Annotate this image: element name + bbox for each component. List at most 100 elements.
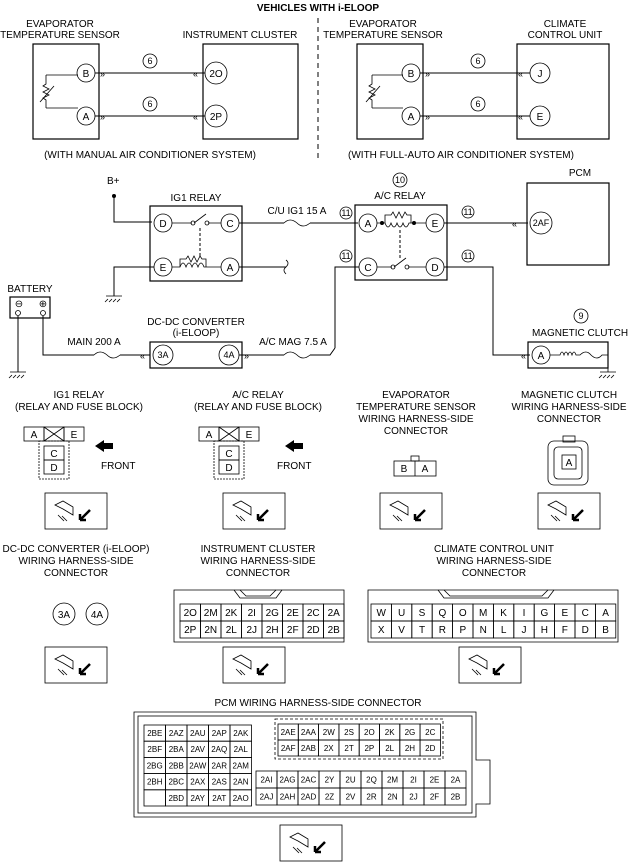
ac-relay-box [354, 204, 448, 281]
ig1-relay-label: IG1 RELAY [171, 193, 222, 204]
ac-conn-cell-e: E [246, 430, 253, 441]
ig1-conn-cell-e: E [71, 430, 78, 441]
climate-conn-title-3: CONNECTOR [462, 568, 526, 579]
pcm-left-pin: 2AU [190, 729, 206, 738]
battery-label: BATTERY [7, 284, 53, 295]
pcm-upper-pin: 2AA [301, 728, 317, 737]
ig1-pin-a: A [227, 263, 234, 274]
pcm-left-pin: 2AX [190, 778, 206, 787]
climate-pin: X [378, 625, 385, 636]
evap-conn-title-1: EVAPORATOR [382, 390, 450, 401]
pcm-upper-pin: 2T [344, 744, 353, 753]
climate-pin: W [376, 608, 386, 619]
pcm-upper-pin: 2D [425, 744, 435, 753]
ig1-conn-cell-a: A [31, 430, 38, 441]
pcm-lower-pin: 2A [451, 775, 461, 784]
climate-pin: Q [439, 608, 447, 619]
cluster-pin: 2N [204, 625, 217, 636]
evap-conn-cell-b: B [401, 464, 408, 475]
pcm-left-cell-box [143, 789, 166, 807]
tl-pin-a: A [83, 112, 90, 123]
pcm-left-pin: 2BG [147, 761, 163, 770]
pcm-conn-title: PCM WIRING HARNESS-SIDE CONNECTOR [214, 698, 421, 709]
evap-sensor-connector: EVAPORATOR TEMPERATURE SENSOR WIRING HAR… [356, 390, 476, 530]
climate-connector: CLIMATE CONTROL UNIT WIRING HARNESS-SIDE… [367, 544, 619, 643]
dcdc-label-1: DC-DC CONVERTER [147, 317, 245, 328]
climate-pin: G [541, 608, 549, 619]
ac-front-label: FRONT [277, 461, 311, 472]
pcm-lower-pin: 2Y [325, 775, 335, 784]
tr-wire-ref-2: 6 [475, 99, 480, 109]
dcdc-conn-cell-4a: 4A [91, 610, 104, 621]
mag-clutch-label: MAGNETIC CLUTCH [532, 328, 628, 339]
climate-pin: P [459, 625, 466, 636]
climate-pin: M [479, 608, 487, 619]
dcdc-label-2: (i-ELOOP) [173, 328, 220, 339]
ig1-pin-d: D [159, 219, 166, 230]
tr-caption: (WITH FULL-AUTO AIR CONDITIONER SYSTEM) [348, 150, 574, 161]
cluster-pin: 2P [184, 625, 197, 636]
tr-pin-a: A [408, 112, 415, 123]
pcm-lower-pin: 2AG [279, 775, 295, 784]
ac-pin-d: D [431, 263, 438, 274]
pcm-lower-pin: 2V [346, 792, 356, 801]
cluster-pin: 2D [307, 625, 320, 636]
pcm-left-pin: 2AQ [211, 745, 227, 754]
dcdc-pin-4a: 4A [223, 350, 234, 360]
evap-conn-cell-a: A [422, 464, 429, 475]
manual-ac-section: EVAPORATOR TEMPERATURE SENSOR INSTRUMENT… [0, 19, 299, 161]
pcm-lower-pin: 2AJ [260, 792, 274, 801]
tr-wire-ref-1: 6 [475, 56, 480, 66]
tl-pin-b: B [83, 69, 90, 80]
svg-text:«: « [518, 69, 523, 79]
pcm-left-pin: 2AZ [169, 729, 184, 738]
b-plus-label: B+ [107, 176, 120, 187]
ac-wire-ref-c: 11 [341, 251, 350, 261]
cluster-pin: 2E [287, 608, 300, 619]
climate-pin: V [398, 625, 405, 636]
pcm-left-pin: 2AV [190, 745, 205, 754]
pcm-lower-pin: 2E [430, 775, 440, 784]
svg-text:«: « [518, 112, 523, 122]
pcm-left-pin: 2BA [169, 745, 185, 754]
mag-pin-a: A [538, 351, 545, 362]
tl-sensor-label-2: TEMPERATURE SENSOR [0, 30, 120, 41]
ac-pin-a: A [365, 219, 372, 230]
climate-pin: K [500, 608, 507, 619]
pcm-upper-pin: 2G [405, 728, 416, 737]
svg-text:«: « [193, 69, 198, 79]
ac-conn-title-1: A/C RELAY [232, 390, 284, 401]
pcm-lower-pin: 2Q [366, 775, 377, 784]
pcm-left-pin: 2BF [147, 745, 162, 754]
cluster-cell-box [323, 620, 345, 639]
pcm-lower-pin: 2AD [301, 792, 317, 801]
cluster-pin: 2L [226, 625, 238, 636]
pcm-lower-pin: 2AI [260, 775, 272, 784]
climate-pin: H [541, 625, 548, 636]
climate-pin: J [522, 625, 527, 636]
tr-pin-j: J [538, 69, 543, 80]
ig1-conn-cell-c: C [50, 449, 57, 460]
evap-conn-title-2: TEMPERATURE SENSOR [356, 402, 476, 413]
battery-minus: ⊖ [15, 299, 23, 310]
dcdc-pin-3a: 3A [157, 350, 168, 360]
pcm-lower-pin: 2U [345, 775, 355, 784]
battery-box [9, 296, 51, 319]
pcm-pin-2af: 2AF [533, 218, 550, 228]
mag-ref: 9 [578, 311, 583, 321]
cluster-pin: 2H [266, 625, 279, 636]
main-circuit: B+ IG1 RELAY D C E A C/U IG1 15 A 11 [7, 168, 628, 379]
cluster-pin: 2A [328, 608, 341, 619]
pcm-upper-pin: 2P [364, 744, 374, 753]
tl-sensor-label-1: EVAPORATOR [26, 19, 94, 30]
tr-pin-e: E [537, 112, 544, 123]
pcm-upper-pin: 2AE [281, 728, 296, 737]
ig1-pin-c: C [226, 219, 233, 230]
climate-pin: U [398, 608, 405, 619]
pcm-lower-pin: 2J [409, 792, 417, 801]
pcm-left-pin: 2AL [234, 745, 249, 754]
ig1-front-label: FRONT [101, 461, 135, 472]
tr-unit-box [516, 43, 610, 140]
